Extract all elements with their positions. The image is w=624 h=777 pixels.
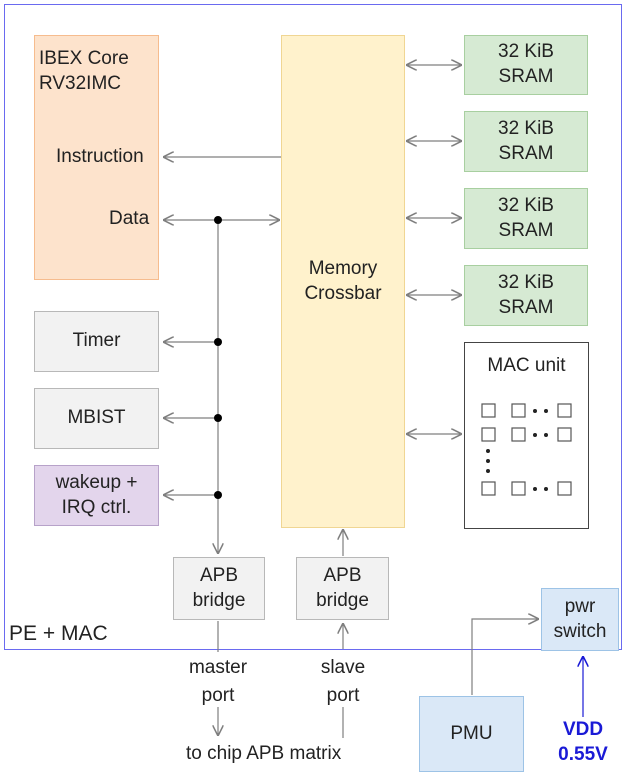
sram-block-3: 32 KiB SRAM [464, 188, 588, 249]
master-label: master [188, 657, 248, 678]
ibex-core-block [34, 35, 159, 280]
master-port-label: master port [168, 656, 268, 708]
sram-size-label: 32 KiB [498, 271, 554, 293]
sram-size-label: 32 KiB [498, 117, 554, 139]
mbist-junction [214, 414, 222, 422]
apb-slave-bridge: APB bridge [296, 557, 389, 620]
timer-block: Timer [34, 311, 159, 372]
pmu-label: PMU [450, 722, 493, 744]
pmu-to-switch-wire [471, 619, 539, 695]
data-port-label: Data [109, 208, 150, 229]
wakeup-junction [214, 491, 222, 499]
mac-unit-block [464, 342, 589, 529]
vdd-voltage: 0.55V [558, 743, 608, 765]
bridge-label: bridge [316, 589, 369, 611]
timer-junction [214, 338, 222, 346]
vdd-label: VDD 0.55V [545, 718, 621, 767]
apb-label: APB [323, 564, 362, 586]
apb-master-bridge: APB bridge [173, 557, 265, 620]
core-name-label: IBEX Core [39, 48, 129, 69]
pwr-label: pwr [564, 595, 596, 617]
switch-label: switch [553, 620, 607, 642]
mbist-block: MBIST [34, 388, 159, 449]
pe-mac-boundary [4, 4, 622, 650]
port-label: port [326, 684, 360, 706]
memory-crossbar-block: Memory Crossbar [281, 35, 405, 528]
sram-type-label: SRAM [498, 66, 554, 87]
sram-size-label: 32 KiB [498, 41, 554, 63]
sram-block-1: 32 KiB SRAM [464, 35, 588, 95]
pmu-block: PMU [419, 696, 524, 772]
sram-type-label: SRAM [498, 142, 554, 164]
mac-array-icon [481, 403, 572, 496]
wakeup-label-1: wakeup + [55, 471, 138, 493]
timer-label: Timer [72, 330, 121, 352]
sram-type-label: SRAM [498, 219, 554, 241]
slave-label: slave [320, 657, 366, 678]
mbist-label: MBIST [67, 407, 126, 429]
sram-size-label: 32 KiB [498, 194, 554, 216]
port-label: port [201, 684, 235, 706]
wakeup-irq-block: wakeup + IRQ ctrl. [34, 465, 159, 526]
crossbar-label-2: Crossbar [304, 282, 382, 304]
pwr-switch-block: pwr switch [541, 588, 619, 651]
bridge-label: bridge [192, 589, 246, 611]
sram-block-4: 32 KiB SRAM [464, 265, 588, 326]
mac-unit-title: MAC unit [487, 355, 566, 376]
instruction-port-label: Instruction [56, 146, 144, 167]
pe-mac-label: PE + MAC [9, 622, 108, 645]
wakeup-label-2: IRQ ctrl. [61, 496, 132, 518]
crossbar-label-1: Memory [308, 257, 378, 279]
sram-block-2: 32 KiB SRAM [464, 111, 588, 172]
core-isa-label: RV32IMC [39, 73, 122, 94]
apb-matrix-label: to chip APB matrix [186, 743, 342, 764]
data-junction [214, 216, 222, 224]
sram-type-label: SRAM [498, 296, 554, 318]
slave-port-label: slave port [293, 656, 393, 708]
vdd-name: VDD [562, 719, 604, 740]
apb-label: APB [199, 564, 239, 586]
